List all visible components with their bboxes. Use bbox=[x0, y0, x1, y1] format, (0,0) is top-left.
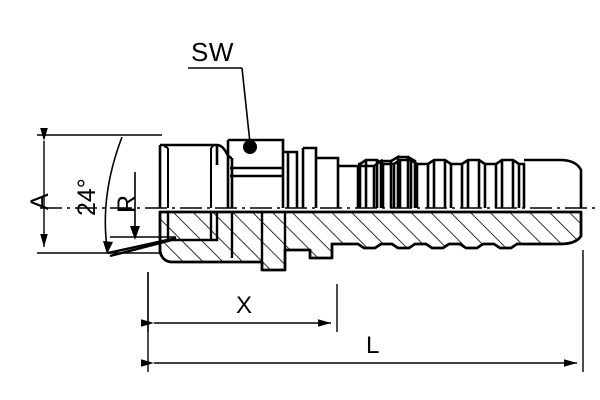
dimension-A bbox=[37, 128, 162, 254]
sw-leader bbox=[188, 67, 257, 154]
angle-label: 24° bbox=[73, 178, 101, 216]
barb-teeth-upper bbox=[358, 154, 417, 208]
cone-seat bbox=[107, 236, 177, 255]
fitting-body-outline bbox=[158, 138, 360, 208]
r-leader bbox=[110, 172, 176, 240]
barb-teeth-profile bbox=[358, 158, 583, 208]
a-dimension-label: A bbox=[26, 193, 54, 210]
l-dimension-label: L bbox=[366, 332, 380, 359]
angle-leader bbox=[103, 136, 123, 254]
dimension-L bbox=[141, 250, 584, 372]
sw-label: SW bbox=[191, 37, 234, 67]
section-inner-lines bbox=[109, 212, 287, 262]
nut-inner-lines bbox=[163, 145, 214, 208]
r-label: R bbox=[113, 194, 141, 213]
sw-target-dot bbox=[243, 140, 257, 154]
x-dimension-label: X bbox=[236, 292, 253, 319]
sectioned-lower-half bbox=[158, 210, 583, 272]
